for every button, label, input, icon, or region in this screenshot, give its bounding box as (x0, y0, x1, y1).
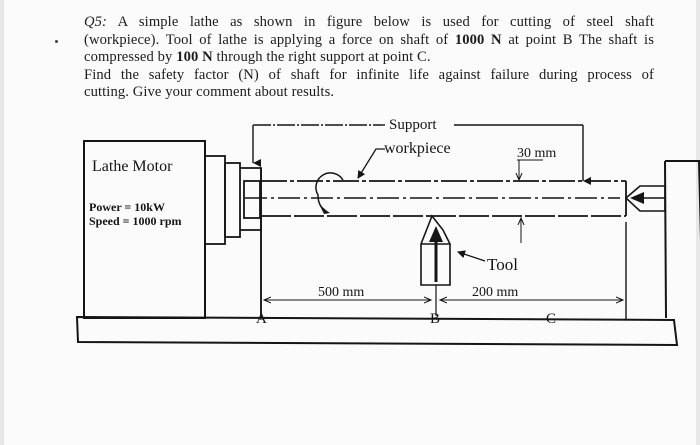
question-text: Q5: A simple lathe as shown in figure be… (84, 14, 654, 102)
support-callout: Support (252, 117, 591, 185)
tool-callout: Tool (457, 250, 518, 274)
motor-housing: Lathe Motor Power = 10kW Speed = 1000 rp… (83, 140, 206, 319)
point-a-label: A (256, 311, 267, 327)
tailstock-center (624, 185, 666, 212)
workpiece-callout: workpiece (357, 140, 451, 179)
chuck (204, 155, 262, 318)
tailstock (664, 160, 700, 319)
tool-force-value: 1000 N (454, 31, 502, 48)
diameter-label: 30 mm (517, 146, 556, 161)
bullet-mark (55, 40, 58, 43)
question-line-2: (workpiece). Tool of lathe is applying a… (84, 31, 654, 48)
length-dimensions: 500 mm 200 mm (264, 285, 623, 300)
question-line-5: cutting. Give your comment about results… (84, 84, 335, 101)
workpiece-label: workpiece (384, 140, 451, 157)
question-line-3: compressed by 100 N through the right su… (84, 49, 431, 66)
lathe-bed (75, 315, 679, 347)
point-b-label: B (430, 311, 440, 327)
axial-force-value: 100 N (176, 49, 213, 66)
diameter-dimension: 30 mm (517, 146, 556, 243)
motor-label: Lathe Motor (92, 158, 173, 175)
support-label: Support (389, 117, 437, 133)
power-label: Power = 10kW (89, 200, 165, 214)
dim-bc-label: 200 mm (472, 285, 518, 300)
scanned-page (4, 0, 696, 445)
cutting-tool (420, 214, 451, 316)
question-line-4: Find the safety factor (N) of shaft for … (84, 66, 654, 83)
question-number: Q5: (84, 14, 107, 30)
rotation-arrow-icon (315, 172, 344, 214)
tool-label: Tool (487, 255, 518, 274)
dim-ab-label: 500 mm (318, 285, 364, 300)
shaft-workpiece (245, 180, 627, 217)
point-c-label: C (546, 311, 556, 327)
speed-label: Speed = 1000 rpm (89, 214, 182, 228)
force-arrow-icon (429, 226, 443, 242)
question-line-1: Q5: A simple lathe as shown in figure be… (84, 14, 654, 30)
